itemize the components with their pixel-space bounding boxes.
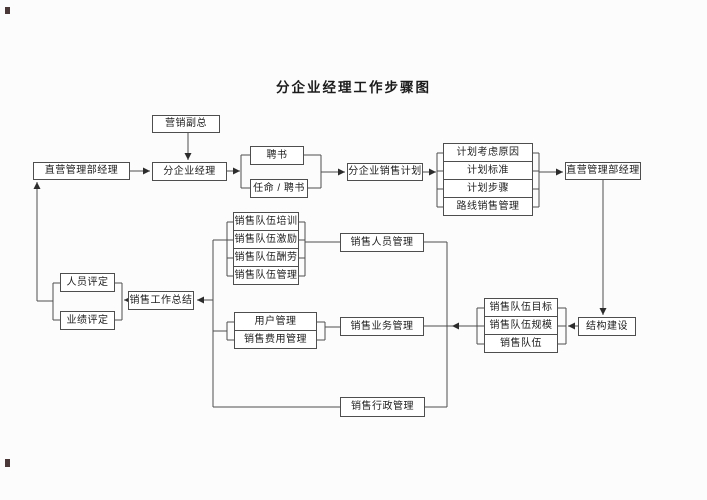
node-appointment-letter: 聘书 <box>250 146 304 165</box>
diagram-title: 分企业经理工作步骤图 <box>276 80 431 95</box>
node-performance-evaluation: 业绩评定 <box>60 311 115 330</box>
node-sales-team: 销售队伍 <box>484 334 558 353</box>
node-branch-enterprise-manager: 分企业经理 <box>152 162 227 181</box>
node-sales-expense-management: 销售费用管理 <box>234 330 317 349</box>
node-appointment-slash-letter: 任命 / 聘书 <box>250 179 308 198</box>
node-sales-personnel-management: 销售人员管理 <box>340 233 424 252</box>
node-plan-standards: 计划标准 <box>443 161 533 180</box>
node-sales-team-target: 销售队伍目标 <box>484 298 558 317</box>
node-branch-sales-plan: 分企业销售计划 <box>347 163 423 181</box>
node-user-management: 用户管理 <box>234 312 317 331</box>
node-sales-admin-management: 销售行政管理 <box>340 397 425 417</box>
node-route-sales-management: 路线销售管理 <box>443 197 533 216</box>
node-sales-business-management: 销售业务管理 <box>340 317 424 336</box>
node-direct-mgmt-dept-manager-right: 直营管理部经理 <box>565 162 641 180</box>
node-plan-steps: 计划步骤 <box>443 179 533 198</box>
node-sales-work-summary: 销售工作总结 <box>128 291 194 310</box>
node-sales-team-training: 销售队伍培训 <box>233 212 299 231</box>
node-sales-team-scale: 销售队伍规模 <box>484 316 558 335</box>
node-personnel-evaluation: 人员评定 <box>60 273 115 292</box>
node-plan-consideration-reasons: 计划考虑原因 <box>443 143 533 162</box>
node-marketing-vp: 营销副总 <box>152 115 220 133</box>
node-sales-team-incentive: 销售队伍激励 <box>233 230 299 249</box>
node-sales-team-management: 销售队伍管理 <box>233 266 299 285</box>
node-structure-building: 结构建设 <box>578 317 636 336</box>
node-sales-team-pay: 销售队伍酬劳 <box>233 248 299 267</box>
page-mark-left <box>5 459 10 467</box>
node-direct-mgmt-dept-manager-left: 直营管理部经理 <box>33 162 130 180</box>
page-mark-top <box>5 7 10 14</box>
